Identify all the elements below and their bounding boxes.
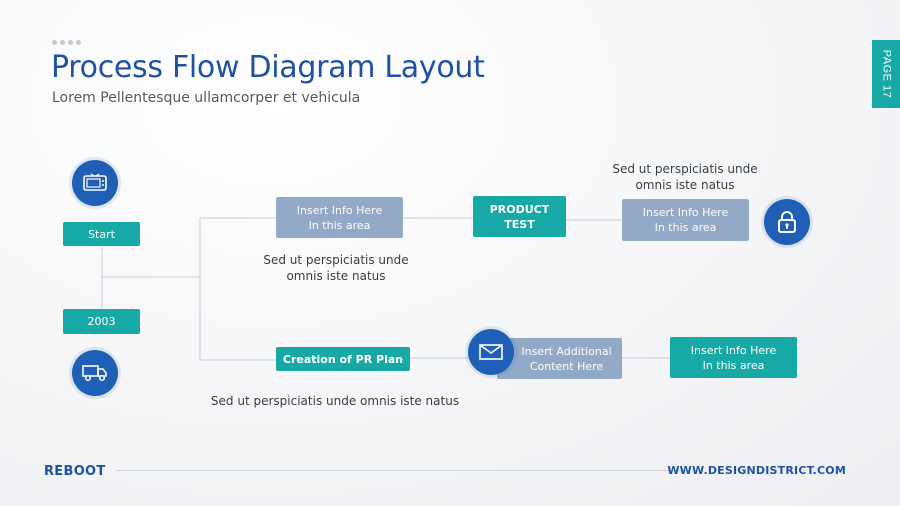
year-label: 2003 <box>87 315 116 328</box>
truck-icon-badge <box>72 350 118 396</box>
product-test-line-1: PRODUCT <box>489 202 550 216</box>
page-subtitle: Lorem Pellentesque ullamcorper et vehicu… <box>52 90 361 106</box>
product-test-line-2: TEST <box>504 217 535 231</box>
note-top-right-line-1: Sed ut perspiciatis unde <box>612 162 758 176</box>
top-info-box-3: Insert Info Here In this area <box>622 199 749 241</box>
pr-plan-label: Creation of PR Plan <box>282 352 404 366</box>
note-top-right: Sed ut perspiciatis unde omnis iste natu… <box>605 161 765 193</box>
tv-icon-badge <box>72 160 118 206</box>
product-test-box: PRODUCT TEST <box>473 196 566 237</box>
lock-icon <box>778 211 796 233</box>
top-info-box-1-line-2: In this area <box>308 218 371 232</box>
note-top-left: Sed ut perspiciatis unde omnis iste natu… <box>256 252 416 284</box>
top-info-box-3-line-1: Insert Info Here <box>642 206 729 219</box>
bottom-info-box-3-line-1: Insert Info Here <box>690 343 777 357</box>
note-bottom: Sed ut perspiciatis unde omnis iste natu… <box>210 394 460 408</box>
lock-icon-badge <box>764 199 810 245</box>
decorative-dots <box>52 40 81 45</box>
bottom-info-box-3: Insert Info Here In this area <box>670 337 797 378</box>
top-info-box-1: Insert Info Here In this area <box>276 197 403 238</box>
tv-icon <box>83 173 107 191</box>
additional-content-box: Insert Additional Content Here <box>497 338 622 379</box>
footer-divider <box>116 470 690 471</box>
year-box: 2003 <box>63 309 140 334</box>
additional-content-line-2: Content Here <box>529 359 604 373</box>
mail-icon <box>479 344 503 360</box>
footer-website: WWW.DESIGNDISTRICT.COM <box>667 464 846 477</box>
top-info-box-1-line-1: Insert Info Here <box>296 203 383 217</box>
pr-plan-box: Creation of PR Plan <box>276 347 410 371</box>
start-box: Start <box>63 222 140 246</box>
additional-content-line-1: Insert Additional <box>521 344 612 358</box>
bottom-info-box-3-line-2: In this area <box>702 358 765 372</box>
mail-icon-badge <box>468 329 514 375</box>
top-info-box-3-line-2: In this area <box>654 221 717 234</box>
page-number-tab: PAGE 17 <box>872 40 900 108</box>
footer-brand: REBOOT <box>44 464 106 479</box>
note-top-right-line-2: omnis iste natus <box>635 178 735 192</box>
page-title: Process Flow Diagram Layout <box>51 50 485 85</box>
note-top-left-line-1: Sed ut perspiciatis unde <box>263 253 409 267</box>
truck-icon <box>82 365 107 382</box>
note-top-left-line-2: omnis iste natus <box>286 269 386 283</box>
start-label: Start <box>88 227 115 241</box>
